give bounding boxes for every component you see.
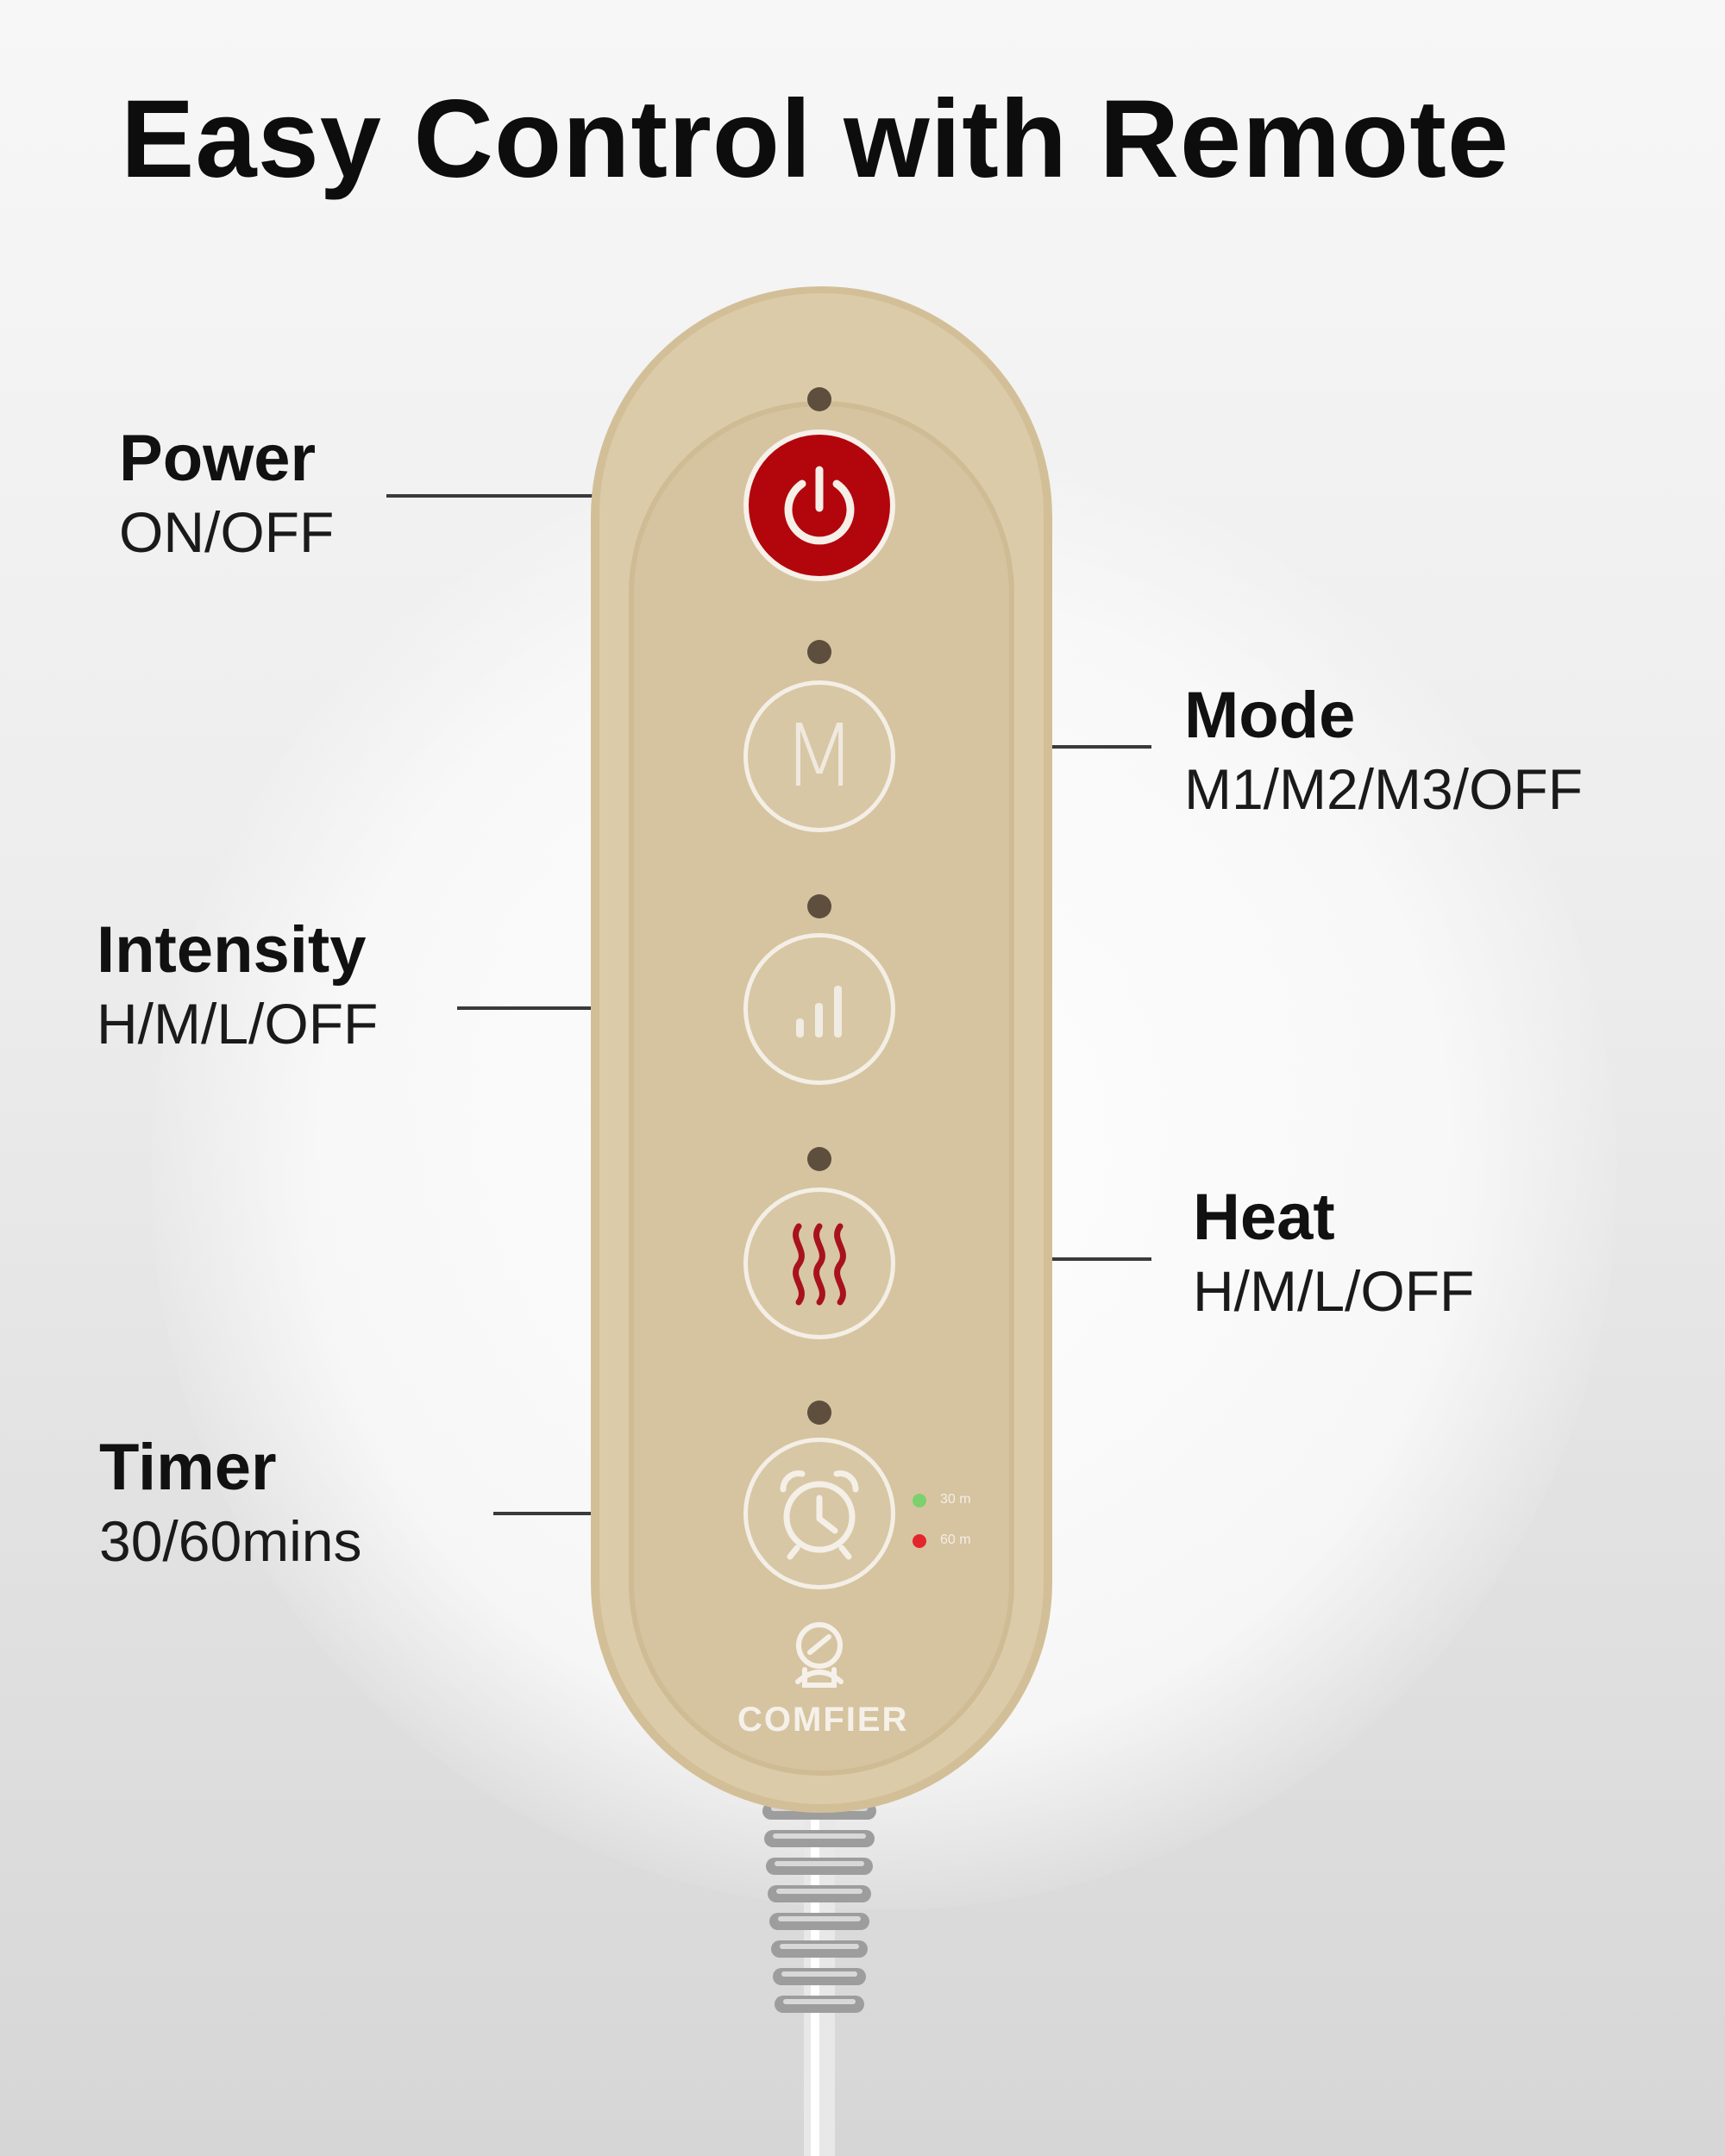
timer-label-sub: 30/60mins — [99, 1508, 362, 1573]
timer-label-name: Timer — [99, 1431, 277, 1504]
timer-60-label: 60 m — [940, 1532, 971, 1547]
brand-name: COMFIER — [737, 1701, 909, 1739]
heat-label-sub: H/M/L/OFF — [1193, 1258, 1475, 1323]
remote-cord — [762, 1794, 876, 2156]
intensity-label: Intensity H/M/L/OFF — [97, 914, 378, 1056]
mode-led — [807, 640, 831, 664]
intensity-label-sub: H/M/L/OFF — [97, 991, 379, 1056]
timer-30-dot — [913, 1494, 926, 1507]
heat-waves-icon — [793, 1223, 846, 1306]
heat-led — [807, 1147, 831, 1171]
timer-button[interactable] — [743, 1438, 895, 1589]
comfier-logo-icon — [795, 1622, 844, 1688]
bars-icon — [796, 986, 842, 1037]
power-label-sub: ON/OFF — [119, 499, 335, 564]
power-label-name: Power — [119, 422, 317, 495]
mode-label: Mode M1/M2/M3/OFF — [1184, 680, 1583, 822]
mode-button[interactable]: M — [743, 680, 895, 832]
intensity-button[interactable] — [743, 933, 895, 1085]
heat-leader-line — [1016, 1257, 1151, 1261]
power-led — [807, 387, 831, 411]
intensity-leader-line — [457, 1006, 718, 1010]
timer-label: Timer 30/60mins — [99, 1432, 362, 1574]
power-icon — [784, 466, 855, 545]
alarm-clock-icon — [780, 1470, 859, 1560]
power-leader-line — [386, 494, 718, 498]
mode-label-sub: M1/M2/M3/OFF — [1184, 756, 1584, 821]
intensity-label-name: Intensity — [97, 913, 367, 987]
timer-60-dot — [913, 1534, 926, 1548]
intensity-led — [807, 894, 831, 918]
mode-label-name: Mode — [1184, 679, 1356, 752]
power-label: Power ON/OFF — [119, 423, 334, 565]
page-title: Easy Control with Remote — [121, 78, 1509, 201]
heat-label-name: Heat — [1193, 1181, 1335, 1254]
mode-m-icon: M — [781, 705, 857, 806]
timer-30-label: 30 m — [940, 1492, 971, 1507]
timer-led — [807, 1401, 831, 1425]
power-button[interactable] — [743, 429, 895, 581]
heat-label: Heat H/M/L/OFF — [1193, 1181, 1474, 1324]
heat-button[interactable] — [743, 1188, 895, 1339]
